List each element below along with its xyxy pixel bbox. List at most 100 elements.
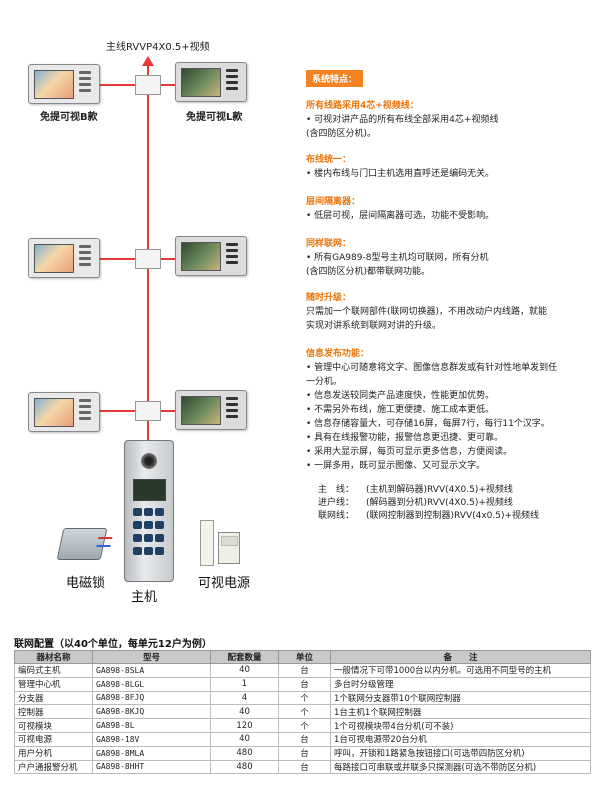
screen-icon <box>181 68 221 97</box>
features-title: 系统特点： <box>306 70 364 87</box>
feature-line: • 不需另外布线，施工更便捷、施工成本更低。 <box>306 405 495 415</box>
monitor-b-top <box>28 64 100 104</box>
door-station-panel <box>124 440 174 582</box>
power-supply-case-icon <box>200 520 214 566</box>
table-cell: 分支器 <box>14 690 93 706</box>
table-cell: 控制器 <box>14 704 93 720</box>
table-cell: 40 <box>210 731 279 747</box>
spec-row: 联网线： (联网控制器到控制器)RVV(4x0.5)+视频线 <box>318 510 600 523</box>
table-cell: 4 <box>210 690 279 706</box>
feature-heading: 随时升级： <box>306 293 352 303</box>
feature-line: 一分机。 <box>306 377 343 387</box>
feature-line: • 采用大显示屏，每页可显示更多信息，方便阅读。 <box>306 447 513 457</box>
spec-row: 进户线： (解码器到分机)RVV(4X0.5)+视频线 <box>318 497 600 510</box>
lcd-display <box>133 479 166 501</box>
features-panel: 系统特点： <box>306 70 596 91</box>
table-cell: 用户分机 <box>14 745 93 761</box>
monitor-l-middle <box>175 236 247 276</box>
feature-line: • 低层可视，层间隔离器可选，功能不受影响。 <box>306 211 495 221</box>
monitor-l-top <box>175 62 247 102</box>
screen-icon <box>34 244 74 273</box>
header-cell: 备 注 <box>330 650 591 664</box>
header-cell: 型号 <box>92 650 211 664</box>
table-cell: GA898-8SLA <box>92 663 211 678</box>
feature-section: 所有线路采用4芯+视频线： • 可视对讲产品的所有布线全部采用4芯+视频线 (含四… <box>306 98 596 141</box>
feature-section: 层间隔离器：• 低层可视，层间隔离器可选，功能不受影响。 <box>306 194 596 223</box>
table-cell: 1个可视模块带4台分机(可不装) <box>330 718 591 733</box>
table-cell: GA898-8FJQ <box>92 690 211 706</box>
table-cell: GA898-8LGL <box>92 676 211 692</box>
table-cell: 台 <box>278 759 331 775</box>
junction-box <box>135 75 161 95</box>
camera-icon <box>141 453 157 469</box>
feature-heading: 布线统一： <box>306 155 352 165</box>
table-cell: 一般情况下可带1000台以内分机。可选用不同型号的主机 <box>330 663 591 678</box>
screen-icon <box>34 70 74 99</box>
wiring-diagram: 主线RVVP4X0.5+视频 免提可视B款 免提可视L款 <box>0 0 300 610</box>
feature-line: • 信息发送较同类产品速度快，性能更加优势。 <box>306 391 495 401</box>
feature-line: • 楼内布线与门口主机选用直呼还是编码无关。 <box>306 169 495 179</box>
header-cell: 单位 <box>278 650 331 664</box>
table-cell: 1 <box>210 676 279 692</box>
table-cell: GA898-8HHT <box>92 759 211 775</box>
table-cell: 呼叫，开锁和1路紧急按钮接口(可选带四防区分机) <box>330 745 591 761</box>
table-cell: GA898-8MLA <box>92 745 211 761</box>
table-cell: 管理中心机 <box>14 676 93 692</box>
table-cell: 多台时分级管理 <box>330 676 591 692</box>
feature-section: 随时升级： 只需加一个联网部件(联网切换器)，不用改动户内线路，就能实现对讲系统到… <box>306 290 596 333</box>
table-cell: 1台可视电源带20台分机 <box>330 731 591 747</box>
feature-heading: 同样联网： <box>306 239 352 249</box>
monitor-b-middle <box>28 238 100 278</box>
feature-line: (含四防区分机)都带联网功能。 <box>306 267 431 277</box>
feature-line: (含四防区分机)。 <box>306 129 377 139</box>
spec-value: (解码器到分机)RVV(4X0.5)+视频线 <box>366 498 513 508</box>
trunk-arrow-icon <box>142 56 154 66</box>
junction-box <box>135 401 161 421</box>
table-cell: 户户通报警分机 <box>14 759 93 775</box>
main-unit-label: 主机 <box>131 590 158 605</box>
spec-key: 主 线： <box>318 485 355 495</box>
table-cell: 可视电源 <box>14 731 93 747</box>
psu-label: 可视电源 <box>198 576 251 591</box>
spec-key: 联网线： <box>318 511 355 521</box>
feature-line: 实现对讲系统到联网对讲的升级。 <box>306 321 442 331</box>
keypad-icon <box>132 507 168 559</box>
table-cell: 40 <box>210 704 279 720</box>
feature-heading: 所有线路采用4芯+视频线： <box>306 101 419 111</box>
table-cell: 台 <box>278 676 331 692</box>
spec-value: (联网控制器到控制器)RVV(4x0.5)+视频线 <box>366 511 540 521</box>
monitor-l-caption: 免提可视L款 <box>186 112 243 123</box>
feature-line: • 所有GA989-8型号主机均可联网，所有分机 <box>306 253 489 263</box>
junction-box <box>135 249 161 269</box>
table-header-row: 器材名称 型号 配套数量 单位 备 注 <box>14 650 591 664</box>
table-cell: 个 <box>278 690 331 706</box>
monitor-b-bottom <box>28 392 100 432</box>
feature-line: 只需加一个联网部件(联网切换器)，不用改动户内线路，就能 <box>306 307 548 317</box>
spec-key: 进户线： <box>318 498 355 508</box>
spec-value: (主机到解码器)RVV(4X0.5)+视频线 <box>366 485 513 495</box>
table-cell: 480 <box>210 759 279 775</box>
spec-row: 主 线： (主机到解码器)RVV(4X0.5)+视频线 <box>318 484 600 497</box>
feature-line: • 可视对讲产品的所有布线全部采用4芯+视频线 <box>306 115 499 125</box>
header-cell: 配套数量 <box>210 650 279 664</box>
feature-line: • 管理中心可随意将文字、图像信息群发或有针对性地单发到任 <box>306 363 558 373</box>
table-cell: 每路接口可串联或并联多只探测器(可选不带防区分机) <box>330 759 591 775</box>
monitor-l-bottom <box>175 390 247 430</box>
trunk-line-label: 主线RVVP4X0.5+视频 <box>106 42 210 53</box>
table-cell: 可视模块 <box>14 718 93 733</box>
table-cell: 台 <box>278 731 331 747</box>
table-cell: 40 <box>210 663 279 678</box>
feature-line: • 信息存储容量大，可存储16屏，每屏7行，每行11个汉字。 <box>306 419 550 429</box>
table-cell: 编码式主机 <box>14 663 93 678</box>
header-cell: 器材名称 <box>14 650 93 664</box>
screen-icon <box>34 398 74 427</box>
table-cell: 台 <box>278 745 331 761</box>
table-cell: 1个联网分支器带10个联网控制器 <box>330 690 591 706</box>
